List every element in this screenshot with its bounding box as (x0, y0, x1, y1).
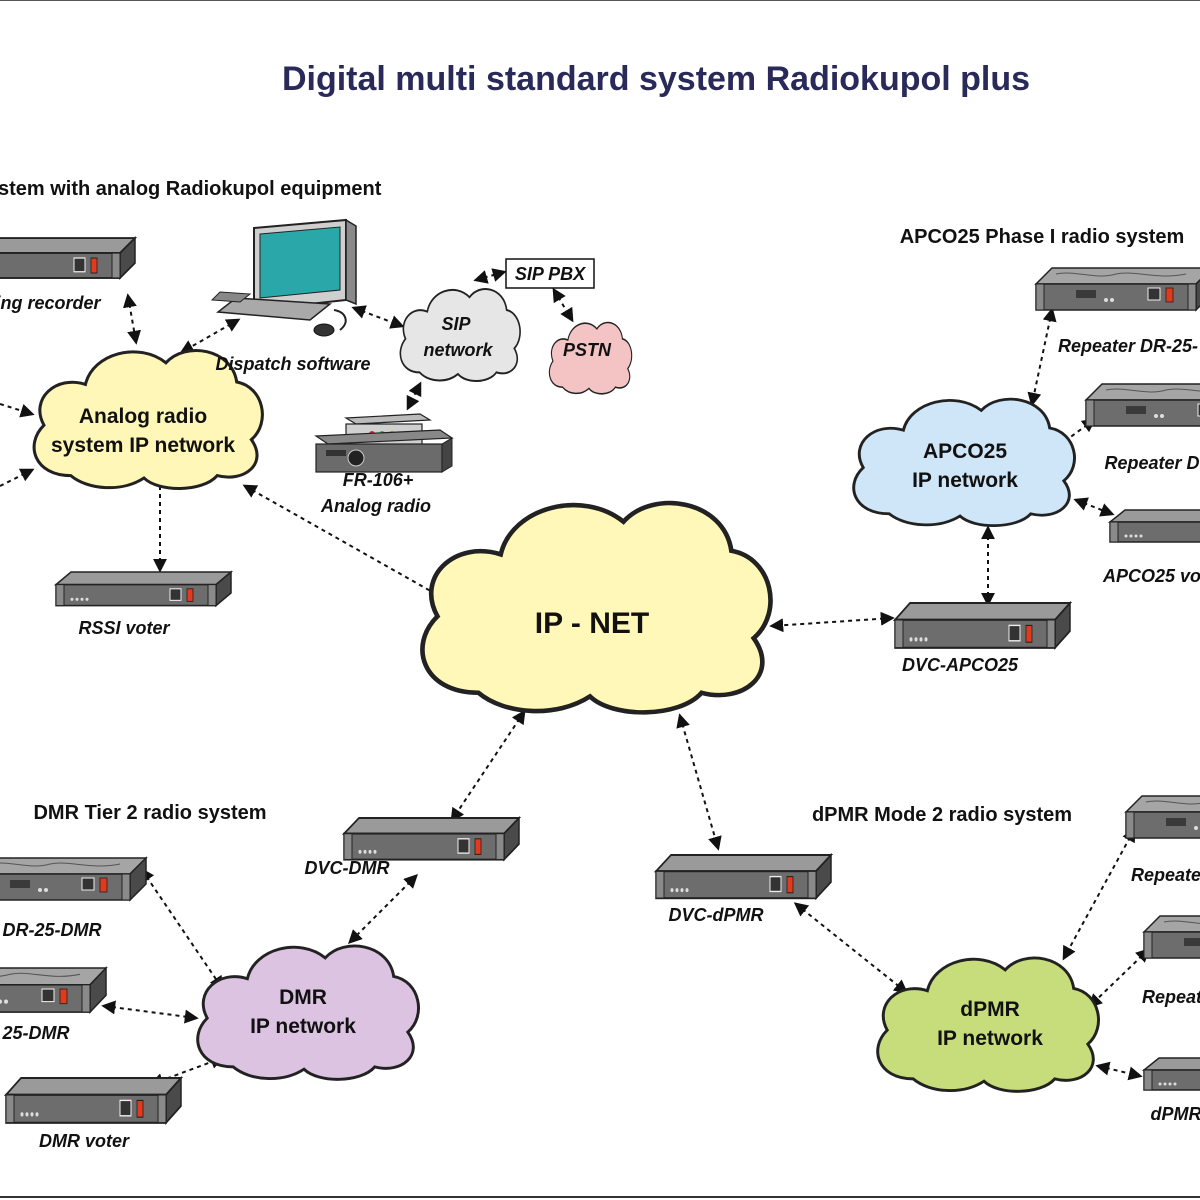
dpmr-repeater-2-label: Repeat (1142, 987, 1200, 1007)
apco-repeater-1-label: Repeater DR-25- (1058, 336, 1198, 356)
link-ipnet-dvcdmr (450, 709, 526, 823)
ip-net-cloud: IP - NET (422, 503, 770, 712)
fr106-label-line1: FR-106+ (343, 470, 414, 490)
computer-icon (210, 218, 357, 337)
dpmr-ip-network-cloud: dPMR IP network (876, 956, 1100, 1093)
analog-ip-network-cloud: Analog radio system IP network (32, 348, 264, 491)
analog-cloud-line1: Analog radio (79, 405, 207, 428)
link-dpmr-rep1 (1062, 827, 1136, 961)
analog-cloud-line2: system IP network (51, 434, 235, 457)
fr106-label-line2: Analog radio (320, 496, 431, 516)
sip-cloud-line2: network (423, 340, 493, 360)
apco-cloud-line2: IP network (912, 469, 1018, 492)
link-dmr-rep1 (140, 867, 224, 991)
dmr-ip-network-cloud: DMR IP network (196, 944, 420, 1081)
apco-repeater-2: Repeater D (1085, 383, 1200, 473)
dvc-dpmr-device: DVC-dPMR (654, 853, 833, 925)
link-dpmr-voter (1095, 1061, 1143, 1081)
radio-icon (314, 413, 454, 473)
link-dispatch-analog (179, 318, 241, 354)
dpmr-cloud-line2: IP network (937, 1027, 1043, 1050)
link-dmr-rep2 (101, 1000, 199, 1024)
dvc-apco25-device: DVC-APCO25 (893, 601, 1072, 675)
dpmr-cloud-line1: dPMR (960, 998, 1020, 1021)
link-dispatch-sip (351, 305, 405, 329)
dispatch-workstation: Dispatch software (210, 218, 371, 374)
section-dpmr-title: dPMR Mode 2 radio system (812, 804, 1072, 826)
dmr-repeater-1-label: DR-25-DMR (3, 920, 102, 940)
apco-cloud-line1: APCO25 (923, 440, 1007, 463)
top-border (0, 0, 1200, 1)
section-analog-title: stem with analog Radiokupol equipment (0, 178, 382, 200)
pstn-label: PSTN (563, 340, 612, 360)
dvc-dpmr-label: DVC-dPMR (669, 905, 764, 925)
link-offscreen-analog-1 (0, 403, 35, 418)
apco25-ip-network-cloud: APCO25 IP network (852, 397, 1076, 528)
dmr-repeater-2-label: 25-DMR (1, 1023, 69, 1043)
link-offscreen-analog-2 (0, 468, 35, 487)
sip-cloud-line1: SIP (441, 314, 471, 334)
dispatch-label: Dispatch software (215, 354, 370, 374)
apco-voter-label: APCO25 vo (1102, 566, 1200, 586)
link-dvcdmr-dmr (348, 874, 418, 944)
sip-pbx-label: SIP PBX (515, 264, 586, 284)
dpmr-repeater-2: Repeat (1142, 915, 1200, 1007)
link-sip-fr106 (406, 381, 422, 411)
bottom-border (0, 1196, 1200, 1198)
sip-network-cloud: SIP network (399, 288, 522, 383)
link-apco-voter (1073, 497, 1115, 517)
rssi-voter-label: RSSI voter (78, 618, 170, 638)
fr106-device: FR-106+ Analog radio (314, 413, 454, 516)
rssi-voter-device: RSSI voter (55, 571, 232, 638)
link-recorder-analog (123, 293, 141, 345)
dmr-cloud-line2: IP network (250, 1015, 356, 1038)
dpmr-repeater-1-label: Repeate (1131, 865, 1200, 885)
link-ipnet-dvcdpmr (676, 713, 722, 851)
pstn-cloud: PSTN (548, 321, 633, 395)
dmr-cloud-line1: DMR (279, 986, 327, 1009)
link-sip-pbx (473, 268, 507, 284)
dpmr-voter-device: dPMR (1143, 1057, 1200, 1124)
recorder-label: ing recorder (0, 293, 102, 313)
dmr-repeater-2: 25-DMR (0, 967, 107, 1043)
apco-repeater-1: Repeater DR-25- (1035, 267, 1200, 356)
link-apco-rep1 (1027, 307, 1057, 407)
dpmr-repeater-1: Repeate (1125, 795, 1200, 885)
page-title: Digital multi standard system Radiokupol… (282, 60, 1030, 98)
dvc-dmr-device: DVC-DMR (305, 817, 520, 878)
link-pbx-pstn (552, 287, 574, 323)
apco-repeater-2-label: Repeater D (1104, 453, 1199, 473)
dpmr-voter-label: dPMR (1151, 1104, 1200, 1124)
ip-net-label: IP - NET (535, 607, 649, 640)
dmr-voter-device: DMR voter (4, 1076, 183, 1151)
section-dmr-title: DMR Tier 2 radio system (33, 802, 266, 824)
dvc-dmr-label: DVC-DMR (305, 858, 390, 878)
dmr-voter-label: DMR voter (39, 1131, 130, 1151)
sip-pbx-box: SIP PBX (505, 258, 595, 289)
link-dvcapco-ipnet (769, 611, 895, 633)
section-apco-title: APCO25 Phase I radio system (900, 226, 1185, 248)
apco-voter-device: APCO25 vo (1102, 509, 1200, 586)
dvc-apco25-label: DVC-APCO25 (902, 655, 1019, 675)
link-dvcdpmr-dpmr (793, 902, 909, 994)
recorder-device: ing recorder (0, 237, 136, 313)
link-dpmr-rep2 (1087, 948, 1151, 1008)
dmr-repeater-1: DR-25-DMR (0, 857, 147, 940)
